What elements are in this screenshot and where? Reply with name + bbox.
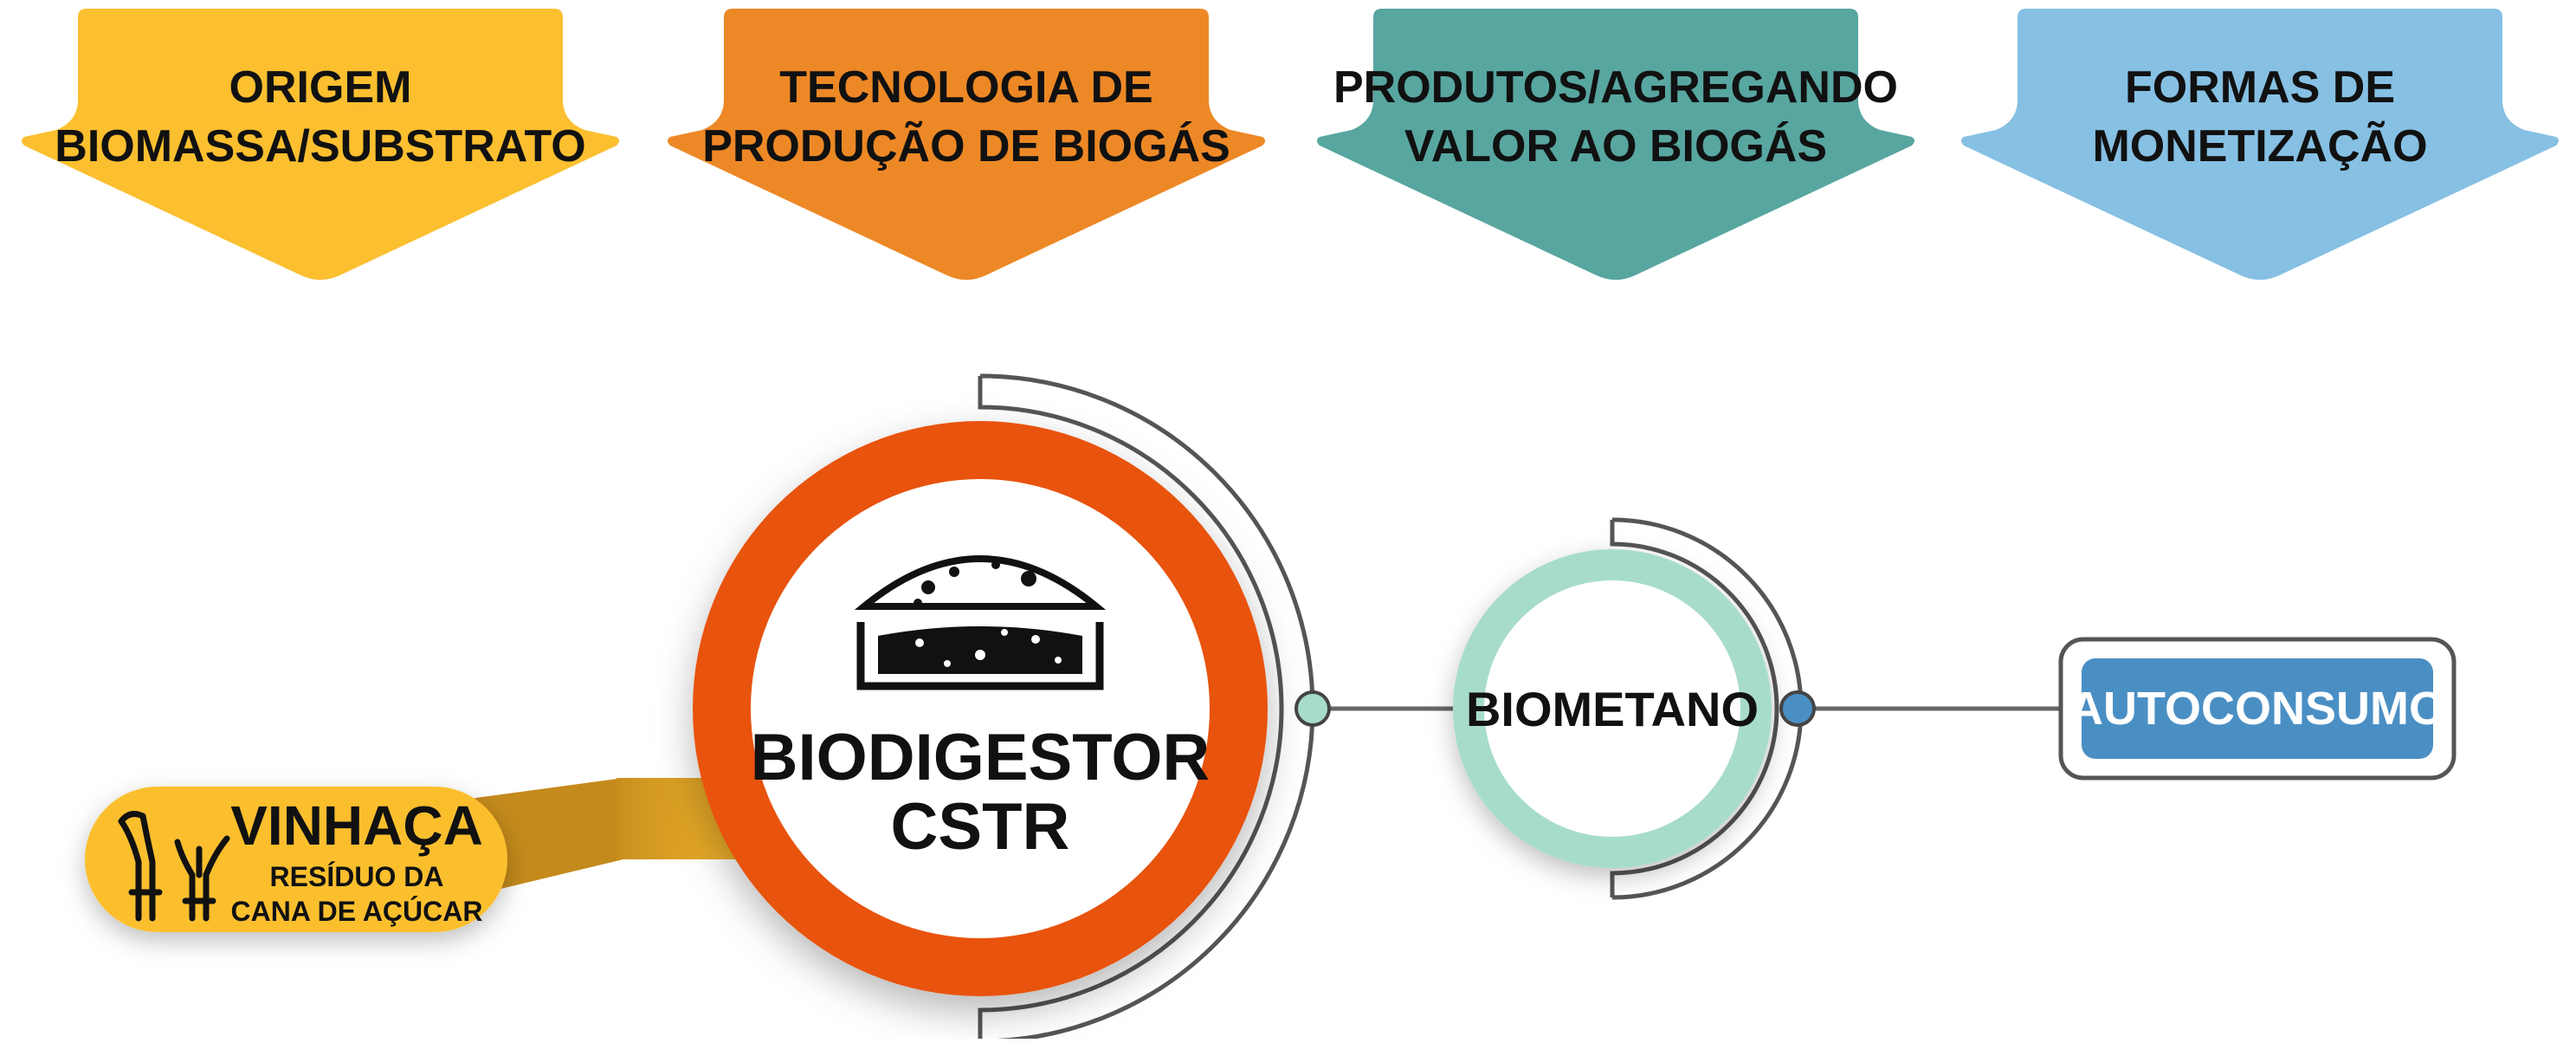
- source-subtitle-line-1: RESÍDUO DA: [270, 861, 444, 892]
- source-pill: VINHAÇA RESÍDUO DA CANA DE AÇÚCAR: [85, 787, 507, 932]
- header-monetizacao: FORMAS DE MONETIZAÇÃO: [1961, 9, 2559, 280]
- autoconsumo-box: AUTOCONSUMO: [2058, 637, 2457, 781]
- header-line-1: PRODUTOS/AGREGANDO: [1333, 62, 1898, 113]
- source-title: VINHAÇA: [230, 794, 483, 857]
- header-arrow-shape: [22, 9, 619, 280]
- biodigester-node: BIODIGESTOR CSTR: [693, 373, 1315, 1043]
- header-line-2: PRODUÇÃO DE BIOGÁS: [702, 120, 1230, 172]
- biodigester-icon: [854, 555, 1107, 690]
- header-arrow-shape: [1961, 9, 2559, 280]
- biometano-label: BIOMETANO: [1466, 682, 1759, 736]
- header-line-1: ORIGEM: [229, 62, 412, 113]
- connector-dot-1: [1294, 690, 1331, 727]
- header-arrow-shape: [1317, 9, 1914, 280]
- header-origem: ORIGEM BIOMASSA/SUBSTRATO: [22, 9, 619, 280]
- header-line-2: MONETIZAÇÃO: [2092, 120, 2427, 172]
- biometano-node: BIOMETANO: [1453, 517, 1804, 900]
- header-line-2: BIOMASSA/SUBSTRATO: [55, 121, 585, 172]
- header-arrow-shape: [668, 9, 1265, 280]
- header-produtos: PRODUTOS/AGREGANDO VALOR AO BIOGÁS: [1317, 9, 1914, 280]
- header-line-2: VALOR AO BIOGÁS: [1404, 121, 1827, 172]
- biodigester-label-line-2: CSTR: [891, 790, 1070, 864]
- header-tecnologia: TECNOLOGIA DE PRODUÇÃO DE BIOGÁS: [668, 9, 1265, 280]
- biodigester-label-line-1: BIODIGESTOR: [751, 721, 1211, 794]
- header-line-1: FORMAS DE: [2125, 62, 2395, 113]
- sugarcane-icon: [118, 811, 230, 922]
- connector-dot-2: [1779, 690, 1816, 727]
- source-subtitle-line-2: CANA DE AÇÚCAR: [231, 896, 483, 927]
- autoconsumo-label: AUTOCONSUMO: [2069, 683, 2445, 735]
- header-line-1: TECNOLOGIA DE: [779, 62, 1152, 113]
